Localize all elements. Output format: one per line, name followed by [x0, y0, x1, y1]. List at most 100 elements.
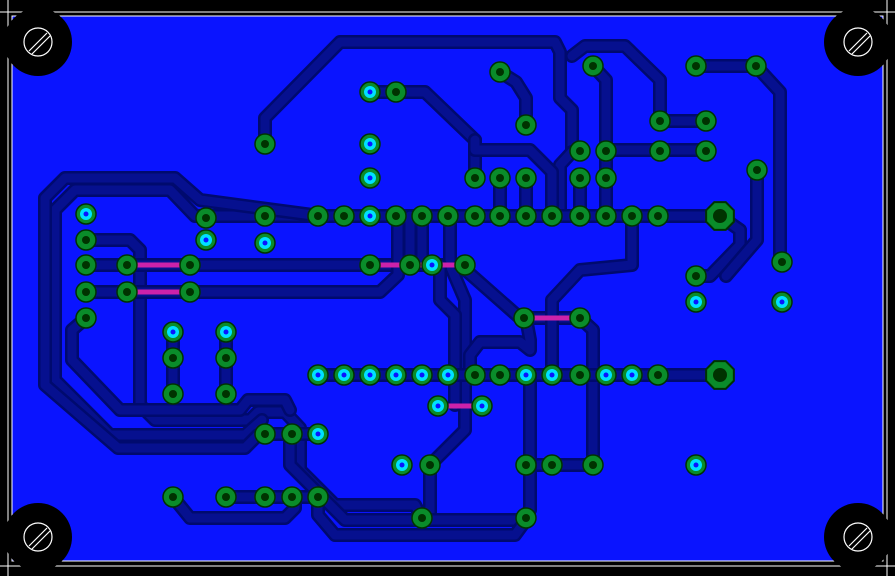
pad-63: [215, 347, 237, 369]
pad-hole: [314, 493, 322, 501]
pad-hole: [702, 117, 710, 125]
via-center: [170, 329, 176, 335]
pad-17: [489, 167, 511, 189]
mounting-hole-slash-b: [851, 530, 871, 550]
via-center: [435, 403, 441, 409]
via-center: [367, 141, 373, 147]
pad-hole: [576, 371, 584, 379]
large-pad-hole: [713, 209, 727, 223]
pad-4: [515, 114, 537, 136]
pad-30: [515, 205, 537, 227]
pad-hole: [444, 212, 452, 220]
via-center: [262, 240, 268, 246]
pad-hole: [314, 212, 322, 220]
mounting-hole-2: [4, 503, 72, 571]
pad-56: [771, 251, 793, 273]
pad-hole: [261, 140, 269, 148]
via-center: [603, 372, 609, 378]
trace-31: [547, 211, 637, 380]
pad-14: [359, 133, 381, 155]
pad-hole: [692, 62, 700, 70]
pad-47: [179, 254, 201, 276]
pad-hole: [576, 147, 584, 155]
pad-27: [437, 205, 459, 227]
pad-2: [385, 81, 407, 103]
pad-hole: [522, 514, 530, 522]
pad-hole: [82, 261, 90, 269]
pad-0: [254, 133, 276, 155]
pad-70: [411, 364, 433, 386]
pad-81: [427, 395, 449, 417]
pad-39: [75, 254, 97, 276]
pad-hole: [496, 371, 504, 379]
pad-hole: [82, 288, 90, 296]
pad-98: [515, 507, 537, 529]
pad-7: [745, 55, 767, 77]
pad-hole: [169, 493, 177, 501]
trace-41: [721, 165, 762, 281]
pad-53: [454, 254, 476, 276]
pad-10: [569, 140, 591, 162]
pad-hole: [548, 212, 556, 220]
trace-0: [260, 37, 577, 157]
pad-1: [359, 81, 381, 103]
pad-15: [359, 167, 381, 189]
mounting-hole-0: [4, 8, 72, 76]
pad-45: [254, 232, 276, 254]
trace-22: [40, 173, 325, 453]
pad-hole: [628, 212, 636, 220]
trace-1: [555, 147, 577, 221]
pad-88: [515, 454, 537, 476]
pad-hole: [406, 261, 414, 269]
pad-22: [307, 205, 329, 227]
pad-90: [582, 454, 604, 476]
trace-38: [313, 492, 531, 540]
pad-52: [421, 254, 443, 276]
pad-44: [254, 205, 276, 227]
pad-80: [705, 360, 735, 390]
mounting-hole-slash-b: [31, 530, 51, 550]
pad-86: [391, 454, 413, 476]
pad-hole: [392, 88, 400, 96]
via-center: [479, 403, 485, 409]
trace-2: [567, 41, 665, 126]
pad-hole: [222, 390, 230, 398]
pad-hole: [576, 174, 584, 182]
pad-36: [705, 201, 735, 231]
pad-hole: [496, 212, 504, 220]
pad-76: [569, 364, 591, 386]
pad-hole: [520, 314, 528, 322]
pad-hole: [752, 62, 760, 70]
pad-68: [359, 364, 381, 386]
mounting-hole-ring: [23, 27, 53, 57]
pad-37: [75, 203, 97, 225]
pad-hole: [222, 493, 230, 501]
mounting-hole-slash-b: [31, 35, 51, 55]
pad-26: [411, 205, 433, 227]
pad-54: [685, 265, 707, 287]
pad-hole: [186, 261, 194, 269]
via-center: [399, 462, 405, 468]
pad-23: [333, 205, 355, 227]
pad-hole: [656, 117, 664, 125]
via-center: [83, 211, 89, 217]
pad-18: [515, 167, 537, 189]
pad-24: [359, 205, 381, 227]
pad-82: [471, 395, 493, 417]
mounting-hole-3: [824, 503, 892, 571]
trace-8: [470, 135, 557, 221]
pad-hole: [602, 147, 610, 155]
pad-59: [569, 307, 591, 329]
pad-hole: [471, 212, 479, 220]
pad-84: [281, 423, 303, 445]
pad-78: [621, 364, 643, 386]
pad-41: [75, 307, 97, 329]
pad-97: [411, 507, 433, 529]
pad-hole: [261, 212, 269, 220]
pad-51: [399, 254, 421, 276]
via-center: [693, 462, 699, 468]
via-center: [223, 329, 229, 335]
pad-57: [771, 291, 793, 313]
